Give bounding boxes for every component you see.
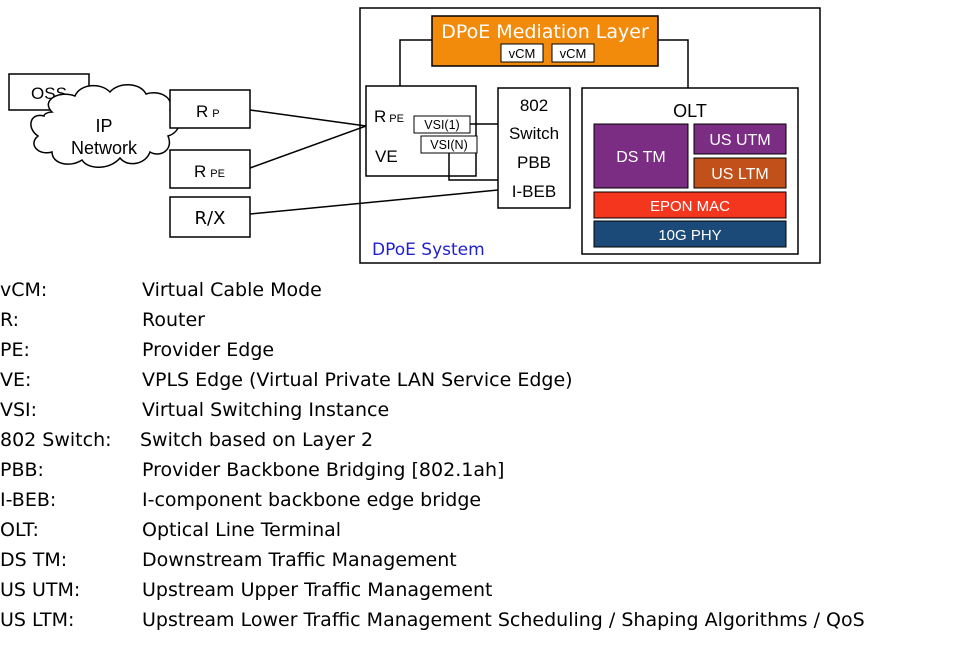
epon-mac-label: EPON MAC bbox=[650, 198, 730, 215]
router-rp-box bbox=[169, 89, 251, 129]
mediation-to-ve-line bbox=[399, 39, 432, 86]
legend-definition: Upstream Upper Traffic Management bbox=[142, 579, 493, 601]
legend-definition: Optical Line Terminal bbox=[142, 519, 342, 541]
vcm-label-1: vCM bbox=[509, 46, 536, 61]
mediation-layer-title: DPoE Mediation Layer bbox=[441, 21, 649, 43]
rx-to-switch-link bbox=[249, 189, 499, 215]
legend-definition: Provider Backbone Bridging [802.1ah] bbox=[142, 459, 505, 481]
legend-definition: Virtual Switching Instance bbox=[142, 399, 390, 421]
rpe-to-ve-link bbox=[249, 125, 367, 169]
legend-term: OLT: bbox=[0, 519, 39, 541]
switch-line-ibeb: I-BEB bbox=[512, 182, 556, 201]
legend-definition: Router bbox=[142, 309, 205, 331]
switch-802-box bbox=[497, 87, 571, 209]
dpoe-system-label: DPoE System bbox=[372, 240, 485, 260]
ds-tm-block bbox=[593, 123, 689, 189]
legend-definition: Upstream Lower Traffic Management Schedu… bbox=[142, 609, 865, 631]
us-ltm-block bbox=[693, 157, 787, 189]
phy-10g-block bbox=[593, 220, 787, 248]
mediation-to-olt-line bbox=[658, 39, 689, 88]
legend-definition: Switch based on Layer 2 bbox=[140, 429, 374, 451]
us-utm-label: US UTM bbox=[709, 132, 770, 149]
us-ltm-label: US LTM bbox=[711, 166, 768, 183]
vsi-label-1: VSI(1) bbox=[424, 118, 459, 132]
switch-line-pbb: PBB bbox=[517, 153, 551, 172]
legend-definition: Provider Edge bbox=[142, 339, 275, 361]
phy-10g-label: 10G PHY bbox=[658, 227, 721, 244]
legend-term: VSI: bbox=[0, 399, 38, 421]
legend-term: I-BEB: bbox=[0, 489, 57, 511]
vcm-box-1 bbox=[500, 43, 544, 63]
legend-term: VE: bbox=[0, 369, 32, 391]
ip-network-cloud bbox=[30, 84, 181, 168]
vsi-label-n: VSI(N) bbox=[430, 138, 468, 152]
mediation-layer-box bbox=[431, 15, 659, 67]
legend-term: PE: bbox=[0, 339, 30, 361]
router-rx-box bbox=[169, 196, 251, 238]
legend-definition: I-component backbone edge bridge bbox=[142, 489, 482, 511]
ve-label: VE bbox=[375, 147, 398, 166]
legend-definition: Virtual Cable Mode bbox=[142, 279, 322, 301]
legend-term: DS TM: bbox=[0, 549, 68, 571]
legend-term: R: bbox=[0, 309, 20, 331]
ip-network-label-line1: IP bbox=[95, 116, 112, 136]
legend-definition: Downstream Traffic Management bbox=[142, 549, 457, 571]
rp-to-ve-link bbox=[249, 109, 367, 127]
us-utm-block bbox=[693, 123, 787, 155]
legend-term: US LTM: bbox=[0, 609, 75, 631]
network-diagram: DPoE System DPoE Mediation Layer vCM vCM… bbox=[8, 7, 821, 264]
router-rpe-box bbox=[169, 149, 251, 189]
vcm-label-2: vCM bbox=[560, 46, 587, 61]
router-rx-label: R/X bbox=[195, 208, 226, 229]
olt-title: OLT bbox=[673, 101, 707, 121]
legend-term: vCM: bbox=[0, 279, 48, 301]
legend-term: US UTM: bbox=[0, 579, 81, 601]
switch-line-switch: Switch bbox=[509, 124, 559, 143]
legend-term: PBB: bbox=[0, 459, 44, 481]
epon-mac-block bbox=[593, 191, 787, 219]
vsin-to-switch-line bbox=[448, 153, 498, 181]
vcm-box-2 bbox=[551, 43, 595, 63]
legend-term: 802 Switch: bbox=[0, 429, 112, 451]
switch-line-802: 802 bbox=[520, 96, 548, 115]
ip-network-label-line2: Network bbox=[71, 138, 138, 158]
ds-tm-label: DS TM bbox=[616, 149, 665, 166]
legend-definition: VPLS Edge (Virtual Private LAN Service E… bbox=[142, 369, 573, 391]
